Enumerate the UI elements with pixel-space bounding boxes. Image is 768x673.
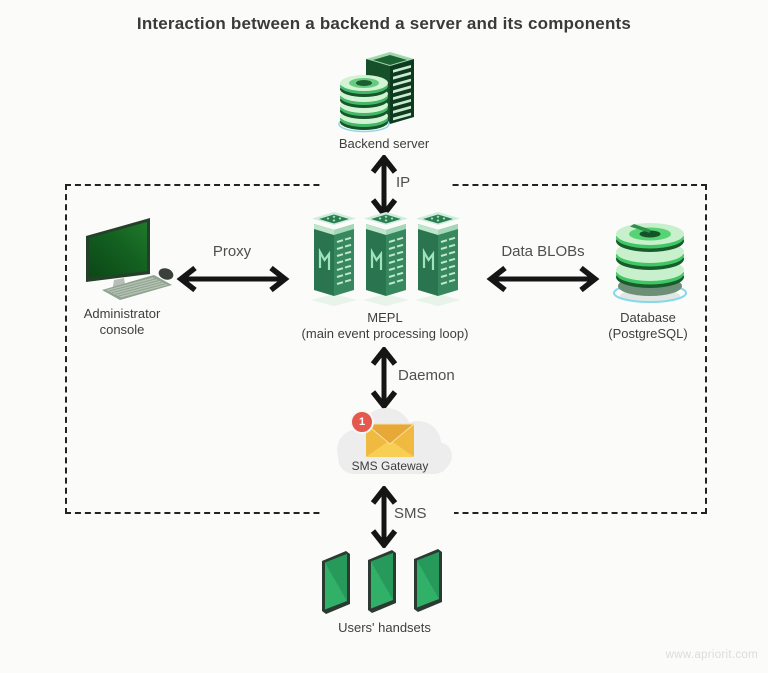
ip-link-label: IP xyxy=(396,174,411,191)
mepl-icon xyxy=(310,210,460,308)
daemon-arrow xyxy=(370,347,398,409)
admin-console-label: Administrator console xyxy=(83,306,161,337)
proxy-link-label: Proxy xyxy=(212,243,252,260)
backend-server-label: Backend server xyxy=(338,136,430,151)
database-label: Database (PostgreSQL) xyxy=(608,310,688,341)
notification-badge: 1 xyxy=(350,410,374,434)
backend-server-icon xyxy=(338,52,414,133)
data-blobs-link-label: Data BLOBs xyxy=(501,243,585,260)
sms-arrow xyxy=(370,486,398,548)
daemon-link-label: Daemon xyxy=(398,367,455,384)
database-icon xyxy=(613,223,687,303)
boundary-gap-bottom xyxy=(320,505,454,518)
admin-console-icon xyxy=(86,218,174,300)
cloud-icon xyxy=(337,408,452,474)
sms-gateway-node: 1 SMS Gateway xyxy=(320,400,460,482)
watermark: www.apriorit.com xyxy=(665,649,758,661)
users-handsets-icon xyxy=(322,549,442,614)
data-blobs-arrow xyxy=(486,265,600,293)
diagram-title: Interaction between a backend a server a… xyxy=(136,14,632,33)
proxy-arrow xyxy=(176,265,290,293)
envelope-icon xyxy=(364,423,416,457)
sms-link-label: SMS xyxy=(394,505,427,522)
sms-gateway-label: SMS Gateway xyxy=(351,459,429,473)
mepl-label: MEPL (main event processing loop) xyxy=(301,310,469,341)
users-handsets-label: Users' handsets xyxy=(338,620,431,635)
